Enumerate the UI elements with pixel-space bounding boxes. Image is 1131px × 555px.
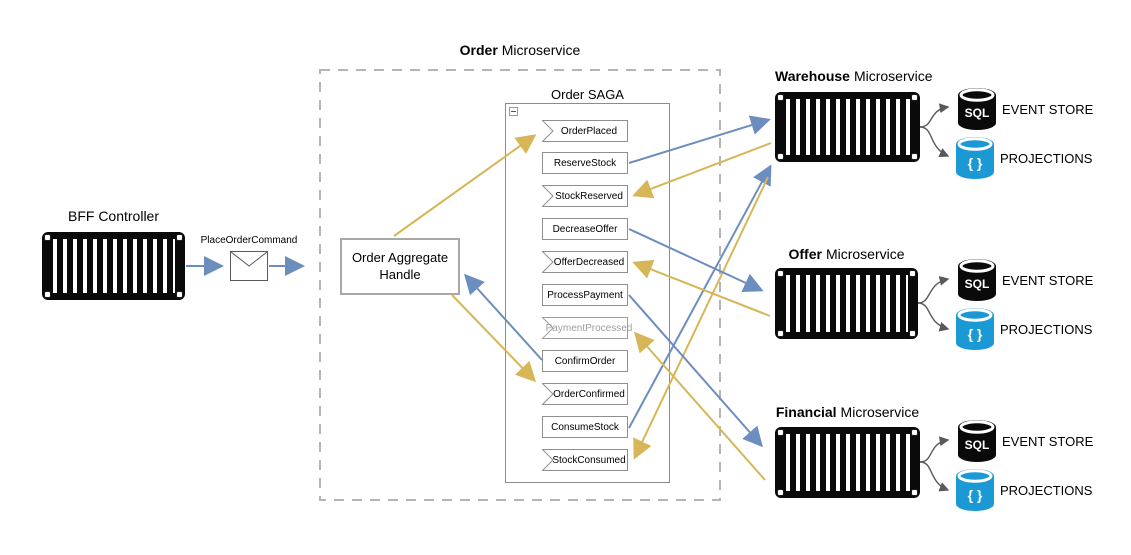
braces-text: { } — [968, 487, 983, 503]
offer-projections-label: PROJECTIONS — [1000, 322, 1093, 337]
projections-database-icon[interactable]: { } — [954, 306, 996, 352]
offer-title-rest: Microservice — [825, 246, 905, 262]
container-stripes — [786, 275, 908, 332]
saga-item-label: StockReserved — [555, 190, 623, 202]
container-stripes — [786, 434, 910, 491]
connector-financial-to-projections — [919, 461, 950, 492]
bff-title: BFF Controller — [42, 208, 185, 224]
container-corner — [176, 234, 183, 241]
connector-warehouse-to-projections — [919, 126, 950, 158]
saga-item-label: OrderConfirmed — [553, 388, 625, 400]
container-corner — [909, 270, 916, 277]
sql-database-icon[interactable]: SQL — [956, 257, 998, 303]
financial-title-bold: Financial — [775, 404, 837, 420]
container-corner — [911, 94, 918, 101]
sql-database-icon[interactable]: SQL — [956, 86, 998, 132]
order-aggregate-handle-label: Order Aggregate Handle — [351, 250, 449, 282]
order-saga-title-text: Order SAGA — [551, 87, 624, 102]
braces-text: { } — [968, 326, 983, 342]
collapse-icon[interactable] — [509, 107, 518, 116]
warehouse-title-bold: Warehouse — [775, 68, 850, 84]
container-corner — [777, 153, 784, 160]
saga-item-reservestock[interactable]: ReserveStock — [542, 152, 628, 174]
braces-text: { } — [968, 155, 983, 171]
saga-item-label: OrderPlaced — [560, 125, 618, 137]
saga-item-label: OfferDecreased — [553, 256, 625, 268]
saga-item-orderconfirmed[interactable]: OrderConfirmed — [542, 383, 628, 405]
container-stripes — [786, 99, 910, 155]
projections-database-icon[interactable]: { } — [954, 135, 996, 181]
container-stripes — [53, 239, 175, 293]
warehouse-title-rest: Microservice — [853, 68, 933, 84]
container-corner — [44, 234, 51, 241]
sql-text: SQL — [965, 106, 990, 120]
container-corner — [777, 429, 784, 436]
saga-item-offerdecreased[interactable]: OfferDecreased — [542, 251, 628, 273]
envelope-icon[interactable] — [230, 251, 268, 281]
saga-item-label: ProcessPayment — [547, 289, 623, 301]
projections-database-icon[interactable]: { } — [954, 467, 996, 513]
saga-item-stockreserved[interactable]: StockReserved — [542, 185, 628, 207]
order-saga-title: Order SAGA — [505, 87, 670, 102]
saga-item-decreaseoffer[interactable]: DecreaseOffer — [542, 218, 628, 240]
saga-item-label: ConsumeStock — [551, 421, 619, 433]
order-title-rest: Microservice — [501, 42, 581, 58]
container-corner — [44, 291, 51, 298]
container-corner — [911, 429, 918, 436]
envelope-flap — [230, 251, 268, 267]
container-corner — [176, 291, 183, 298]
warehouse-container-icon[interactable] — [775, 92, 920, 162]
saga-item-stockconsumed[interactable]: StockConsumed — [542, 449, 628, 471]
offer-title-bold: Offer — [788, 246, 822, 262]
container-corner — [777, 330, 784, 337]
saga-item-label: StockConsumed — [552, 454, 626, 466]
container-corner — [909, 330, 916, 337]
order-title-bold: Order — [459, 42, 498, 58]
financial-container-icon[interactable] — [775, 427, 920, 498]
order-aggregate-handle-box[interactable]: Order Aggregate Handle — [340, 238, 460, 295]
saga-item-processpayment[interactable]: ProcessPayment — [542, 284, 628, 306]
financial-title-rest: Microservice — [840, 404, 920, 420]
sql-text: SQL — [965, 438, 990, 452]
saga-item-orderplaced[interactable]: OrderPlaced — [542, 120, 628, 142]
container-corner — [777, 94, 784, 101]
warehouse-projections-label: PROJECTIONS — [1000, 151, 1093, 166]
financial-projections-label: PROJECTIONS — [1000, 483, 1093, 498]
offer-event-store-label: EVENT STORE — [1002, 273, 1094, 288]
connector-offer-to-eventstore — [917, 276, 950, 304]
saga-item-confirmorder[interactable]: ConfirmOrder — [542, 350, 628, 372]
container-corner — [777, 270, 784, 277]
saga-item-label: ReserveStock — [553, 157, 617, 169]
saga-item-paymentprocessed[interactable]: PaymentProcessed — [542, 317, 632, 339]
sql-database-icon[interactable]: SQL — [956, 418, 998, 464]
connector-financial-to-eventstore — [919, 436, 950, 463]
connector-offer-to-projections — [917, 302, 950, 332]
sql-text: SQL — [965, 277, 990, 291]
saga-item-label: PaymentProcessed — [545, 322, 633, 334]
bff-title-text: BFF Controller — [67, 208, 160, 224]
financial-event-store-label: EVENT STORE — [1002, 434, 1094, 449]
saga-item-label: DecreaseOffer — [552, 223, 618, 235]
container-corner — [777, 489, 784, 496]
container-corner — [911, 489, 918, 496]
connector-warehouse-to-eventstore — [919, 103, 950, 128]
saga-item-label: ConfirmOrder — [554, 355, 616, 367]
offer-container-icon[interactable] — [775, 268, 918, 339]
bff-container-icon[interactable] — [42, 232, 185, 300]
container-corner — [911, 153, 918, 160]
place-order-command-label: PlaceOrderCommand — [200, 235, 298, 246]
warehouse-event-store-label: EVENT STORE — [1002, 102, 1094, 117]
saga-item-consumestock[interactable]: ConsumeStock — [542, 416, 628, 438]
